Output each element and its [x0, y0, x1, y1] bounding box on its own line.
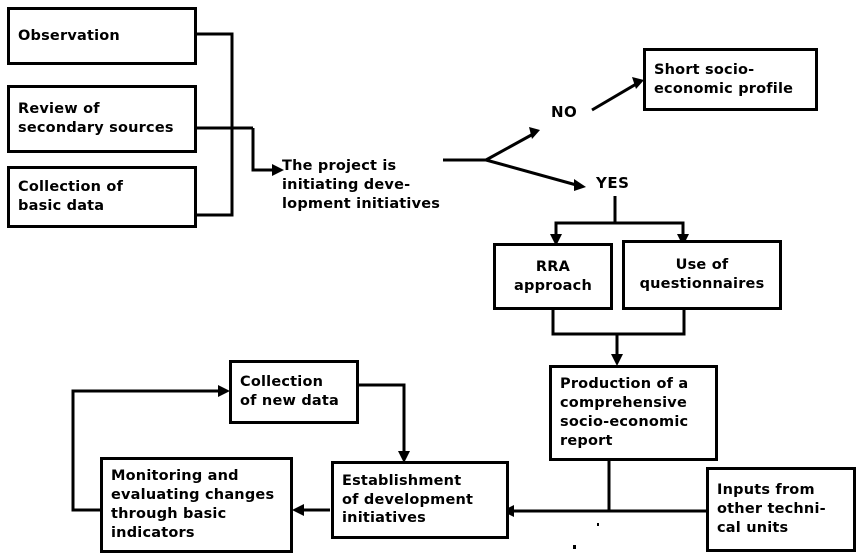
scan-artifact [597, 523, 599, 526]
node-collection-basic-data-label: Collection of basic data [18, 179, 124, 214]
node-production-report-label: Production of a comprehensive socio-econ… [560, 376, 689, 449]
wire-no-to-shortprofile [591, 81, 639, 112]
node-inputs-technical-units-label: Inputs from other techni- cal units [717, 482, 826, 536]
wire-basicdata-to-bus [197, 128, 234, 217]
branch-label-yes: YES [596, 174, 629, 192]
node-observation-label: Observation [18, 27, 120, 44]
node-review-secondary-sources-label: Review of secondary sources [18, 101, 174, 136]
arrowhead-no [529, 127, 540, 139]
arrowhead-rra [550, 234, 562, 246]
arrowhead-into-decision [272, 164, 284, 176]
node-collection-basic-data[interactable]: Collection of basic data [7, 166, 197, 228]
node-use-questionnaires[interactable]: Use of questionnaires [622, 240, 782, 310]
node-collection-new-data-label: Collection of new data [240, 374, 339, 409]
wire-fork-yes [485, 158, 581, 188]
node-rra-approach[interactable]: RRA approach [493, 243, 613, 310]
wire-yes-split [554, 196, 617, 238]
wire-newdata-to-establishment [358, 383, 406, 455]
wire-fork-no [485, 131, 536, 162]
node-monitoring-evaluating[interactable]: Monitoring and evaluating changes throug… [100, 457, 293, 553]
wire-yes-split-right [615, 221, 685, 238]
scan-artifact [573, 545, 576, 549]
branch-label-no-text: NO [551, 103, 578, 121]
node-short-profile-label: Short socio- economic profile [654, 61, 794, 97]
node-project-initiating[interactable]: The project is initiating deve- lopment … [282, 138, 467, 213]
node-use-questionnaires-label: Use of questionnaires [639, 257, 765, 292]
node-review-secondary-sources[interactable]: Review of secondary sources [7, 85, 197, 153]
node-short-profile[interactable]: Short socio- economic profile [643, 48, 818, 111]
wire-monitoring-loop [71, 389, 222, 512]
node-project-initiating-label: The project is initiating deve- lopment … [282, 157, 441, 212]
node-rra-approach-label: RRA approach [514, 258, 592, 294]
node-inputs-technical-units[interactable]: Inputs from other techni- cal units [706, 467, 856, 552]
arrowhead-monitoring [292, 504, 304, 516]
node-establishment-development-label: Establishment of development initiatives [342, 472, 474, 527]
branch-label-yes-text: YES [596, 174, 630, 192]
arrowhead-collection-newdata [218, 385, 230, 397]
wire-bus-to-decision [251, 128, 272, 172]
wire-observation-to-bus [197, 32, 234, 128]
arrowhead-report [611, 354, 623, 366]
arrowhead-yes [574, 179, 586, 191]
arrowhead-establishment-top [398, 451, 410, 463]
node-collection-new-data[interactable]: Collection of new data [229, 360, 359, 424]
node-observation[interactable]: Observation [7, 7, 197, 65]
wire-rra-merge [551, 310, 686, 336]
arrowhead-shortprofile [632, 77, 644, 89]
node-monitoring-evaluating-label: Monitoring and evaluating changes throug… [111, 468, 275, 541]
node-production-report[interactable]: Production of a comprehensive socio-econ… [549, 365, 718, 461]
branch-label-no: NO [551, 103, 577, 121]
node-establishment-development[interactable]: Establishment of development initiatives [331, 461, 509, 539]
